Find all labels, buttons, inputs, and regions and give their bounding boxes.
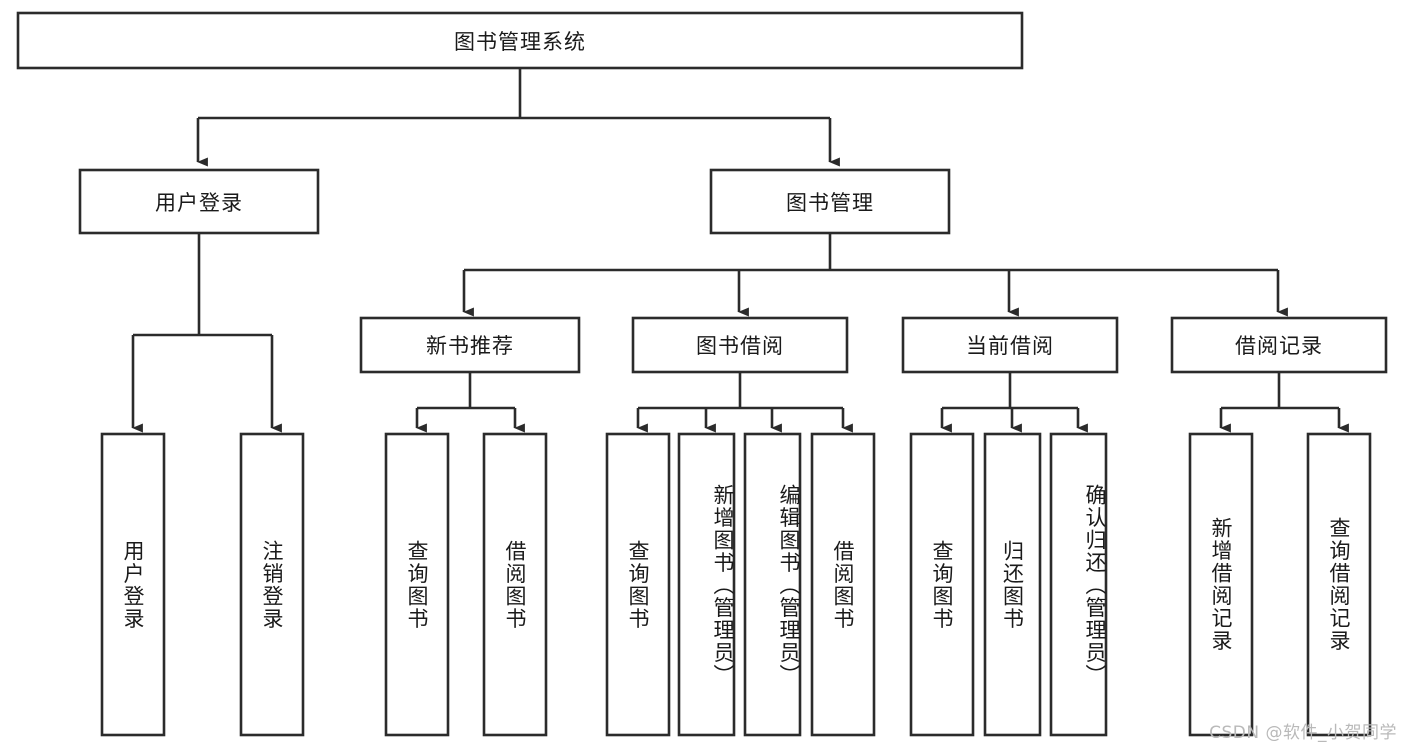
node-leaf-return-book-box[interactable] — [983, 432, 1042, 737]
node-leaf-query-record-box[interactable] — [1306, 432, 1372, 737]
node-user-login-box[interactable] — [78, 168, 320, 235]
node-book-borrow-box[interactable] — [631, 316, 849, 374]
csdn-watermark: CSDN @软件_小贺同学 — [1209, 723, 1397, 743]
node-leaf-edit-book-box[interactable] — [743, 432, 802, 737]
node-root-box[interactable] — [16, 11, 1024, 70]
node-leaf-borrow-book-1-box[interactable] — [482, 432, 548, 737]
node-leaf-query-book-2-box[interactable] — [605, 432, 671, 737]
node-leaf-query-book-3-box[interactable] — [909, 432, 975, 737]
node-leaf-logout-box[interactable] — [239, 432, 305, 737]
node-new-book-recommend-box[interactable] — [359, 316, 581, 374]
node-book-management-box[interactable] — [709, 168, 951, 235]
node-current-borrow-box[interactable] — [901, 316, 1119, 374]
node-leaf-add-book-box[interactable] — [677, 432, 736, 737]
node-leaf-query-book-1-box[interactable] — [384, 432, 450, 737]
node-leaf-borrow-book-2-box[interactable] — [810, 432, 876, 737]
node-leaf-user-login-box[interactable] — [100, 432, 166, 737]
node-leaf-add-record-box[interactable] — [1188, 432, 1254, 737]
node-leaf-confirm-return-box[interactable] — [1049, 432, 1108, 737]
node-borrow-records-box[interactable] — [1170, 316, 1388, 374]
